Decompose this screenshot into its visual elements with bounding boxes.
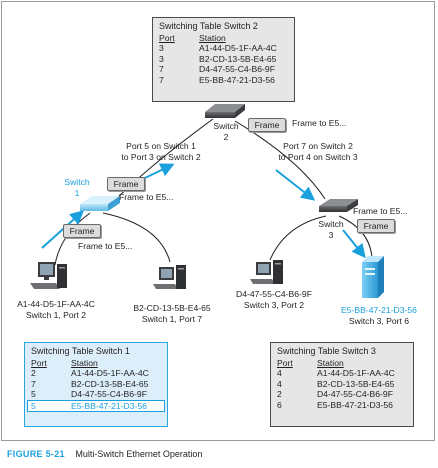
frame-packet: Frame — [357, 219, 395, 233]
table-title: Switching Table Switch 2 — [159, 21, 258, 31]
station-address: D4-47-55-C4-B6-9F — [236, 289, 312, 299]
server-e5-icon — [362, 256, 384, 298]
station-address: B2-CD-13-5B-E4-65 — [133, 303, 211, 313]
link-switch3-e5 — [338, 215, 373, 259]
frame-packet: Frame — [248, 118, 286, 132]
table-header: Port Station — [159, 32, 226, 43]
station-b2-label: B2-CD-13-5B-E4-65 Switch 1, Port 7 — [118, 303, 226, 324]
link-switch1-switch2 — [111, 118, 214, 204]
figure-caption: FIGURE 5-21 Multi-Switch Ethernet Operat… — [7, 449, 202, 459]
frame-destination-label: Frame to E5... — [353, 206, 408, 216]
link-label-switch2-switch3: Port 7 on Switch 2 to Port 4 on Switch 3 — [278, 141, 358, 162]
station-e5-label: E5-BB-47-21-D3-56 Switch 3, Port 6 — [327, 305, 431, 326]
switch-1-label: Switch 1 — [64, 177, 90, 198]
table-header: Port Station — [277, 357, 344, 368]
figure-number: FIGURE 5-21 — [7, 449, 65, 459]
frame-destination-label: Frame to E5... — [78, 241, 133, 251]
switch-2-icon — [205, 104, 245, 118]
station-address: E5-BB-47-21-D3-56 — [341, 305, 417, 315]
computer-b2-icon — [153, 265, 186, 289]
arrow-switch3-to-e5 — [342, 229, 366, 259]
table-title: Switching Table Switch 3 — [277, 346, 376, 356]
frame-packet: Frame — [63, 224, 101, 238]
station-location: Switch 1, Port 7 — [141, 313, 203, 324]
table-header: Port Station — [31, 357, 98, 368]
station-location: Switch 1, Port 2 — [25, 309, 87, 320]
link-switch3-d4 — [269, 215, 327, 261]
frame-destination-label: Frame to E5... — [119, 192, 174, 202]
station-a1-label: A1-44-D5-1F-AA-4C Switch 1, Port 2 — [2, 299, 110, 320]
switch-3-label: Switch 3 — [318, 219, 344, 240]
switch-3-icon — [319, 199, 358, 212]
arrow-switch2-to-switch3 — [275, 169, 316, 201]
station-location: Switch 3, Port 2 — [243, 299, 305, 310]
station-address: A1-44-D5-1F-AA-4C — [17, 299, 95, 309]
figure-frame — [1, 1, 435, 441]
table-title: Switching Table Switch 1 — [31, 346, 130, 356]
station-d4-label: D4-47-55-C4-B6-9F Switch 3, Port 2 — [220, 289, 328, 310]
switch-2-label: Switch 2 — [213, 121, 239, 142]
frame-destination-label: Frame to E5... — [292, 118, 347, 128]
frame-packet: Frame — [107, 177, 145, 191]
computer-d4-icon — [250, 260, 283, 284]
computer-a1-icon — [30, 262, 67, 289]
network-diagram — [30, 104, 384, 298]
arrow-a1-to-switch1 — [41, 210, 85, 249]
figure-title: Multi-Switch Ethernet Operation — [75, 449, 203, 459]
link-label-switch1-switch2: Port 5 on Switch 1 to Port 3 on Switch 2 — [121, 141, 201, 162]
link-switch1-b2 — [102, 212, 171, 263]
switch-1-icon — [80, 196, 120, 211]
station-location: Switch 3, Port 6 — [348, 315, 410, 326]
